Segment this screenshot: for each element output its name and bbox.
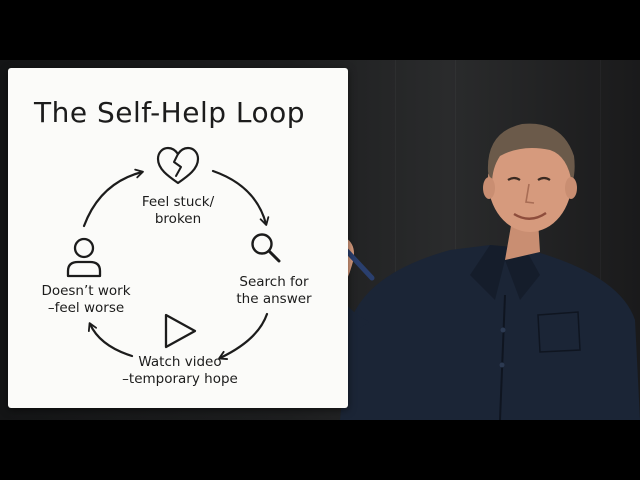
edge-stuck-to-search <box>211 169 270 226</box>
presenter-hair <box>487 123 575 184</box>
presenter-ear <box>483 177 495 199</box>
presenter-illustration <box>312 123 640 420</box>
node-label-line: Doesn’t work <box>41 283 131 299</box>
presenter-eye <box>537 176 551 181</box>
thumbnail-frame: The Self-Help Loop <box>0 60 640 420</box>
node-label-watch: Watch video –temporary hope <box>112 354 248 388</box>
node-label-line: –temporary hope <box>122 371 238 387</box>
node-label-line: Search for <box>239 274 309 290</box>
edge-watch-to-worse <box>87 322 134 358</box>
person-icon <box>66 237 102 278</box>
node-label-line: Feel stuck/ <box>141 194 215 210</box>
node-label-line: –feel worse <box>47 300 125 316</box>
shirt-button <box>500 327 506 333</box>
whiteboard: The Self-Help Loop <box>8 68 348 408</box>
node-label-line: Watch video <box>138 354 222 370</box>
loop-diagram <box>66 146 281 360</box>
node-label-worse: Doesn’t work –feel worse <box>28 283 144 317</box>
node-label-line: broken <box>154 211 202 227</box>
node-label-search: Search for the answer <box>218 274 330 308</box>
magnifier-icon <box>251 233 281 263</box>
presenter-ear <box>565 177 577 199</box>
shirt-button <box>499 362 505 368</box>
presenter-head <box>488 128 572 232</box>
presenter-shirt <box>340 245 640 420</box>
shirt-pocket <box>537 311 581 353</box>
play-triangle-icon <box>164 313 197 349</box>
broken-heart-icon <box>156 146 200 185</box>
presenter-smile <box>513 211 547 220</box>
diagram-title: The Self-Help Loop <box>34 96 306 129</box>
shirt-placket <box>499 294 506 420</box>
edge-search-to-watch <box>218 312 269 360</box>
shirt-collar <box>470 245 540 300</box>
edge-worse-to-stuck <box>82 168 144 228</box>
node-label-stuck: Feel stuck/ broken <box>118 194 238 228</box>
presenter-nose <box>525 183 535 204</box>
presenter-eye <box>507 176 521 181</box>
node-label-line: the answer <box>236 291 312 307</box>
